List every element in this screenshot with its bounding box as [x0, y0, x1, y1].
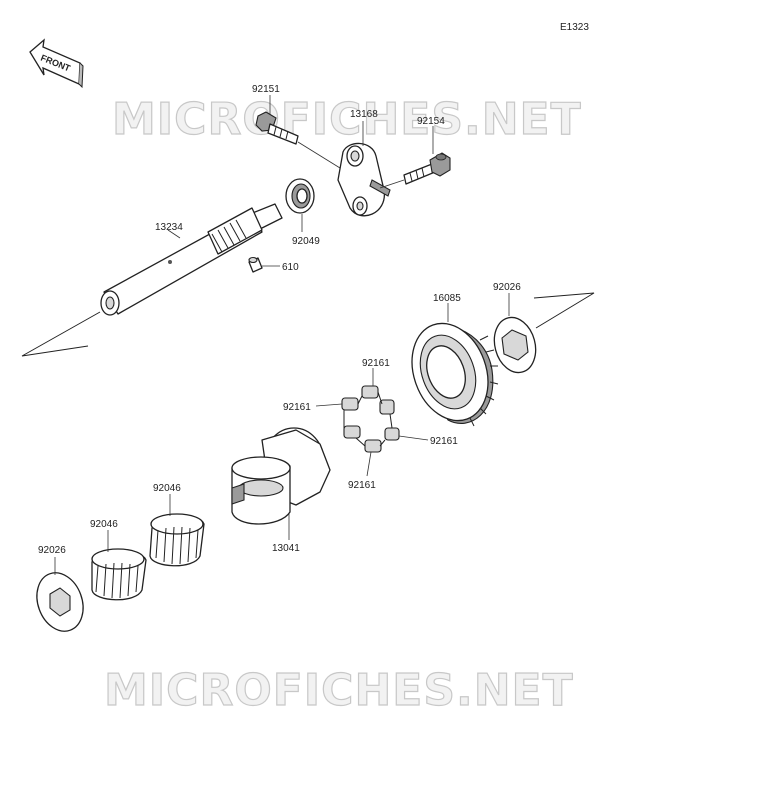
label-92026-top: 92026: [493, 282, 521, 293]
watermark-bottom: MICROFICHES.NET: [104, 665, 574, 716]
label-92151: 92151: [252, 84, 280, 95]
washer-92026-top: [493, 293, 537, 374]
label-92161-bottom: 92161: [348, 480, 376, 491]
label-92161-right: 92161: [430, 436, 458, 447]
label-92161-left: 92161: [283, 402, 311, 413]
label-610: 610: [282, 262, 299, 273]
diagram-code: E1323: [560, 22, 589, 33]
label-13234: 13234: [155, 222, 183, 233]
label-92046-lower: 92046: [90, 519, 118, 530]
label-92026-bottom: 92026: [38, 545, 66, 556]
label-16085: 16085: [433, 293, 461, 304]
bearing-92046-upper: [149, 494, 205, 567]
dampers-92161: [315, 368, 429, 477]
gear-16085: [411, 303, 499, 427]
bearing-92046-lower: [91, 530, 147, 601]
washer-92026-bottom: [36, 557, 84, 632]
axis-guide-left: [21, 311, 101, 357]
shaft-13234: [100, 203, 283, 316]
label-92154: 92154: [417, 116, 445, 127]
label-13041: 13041: [272, 543, 300, 554]
front-arrow-icon: FRONT: [29, 38, 84, 89]
seal-92049: [285, 178, 315, 232]
label-92046-upper: 92046: [153, 483, 181, 494]
pin-610: [248, 256, 280, 273]
hub-13041: [231, 427, 331, 540]
watermark-top: MICROFICHES.NET: [112, 94, 582, 145]
label-92049: 92049: [292, 236, 320, 247]
axis-guide-right: [533, 292, 595, 329]
bolt-92154: [379, 126, 451, 189]
bolt-92151: [255, 95, 341, 169]
label-13168: 13168: [350, 109, 378, 120]
label-92161-top: 92161: [362, 358, 390, 369]
